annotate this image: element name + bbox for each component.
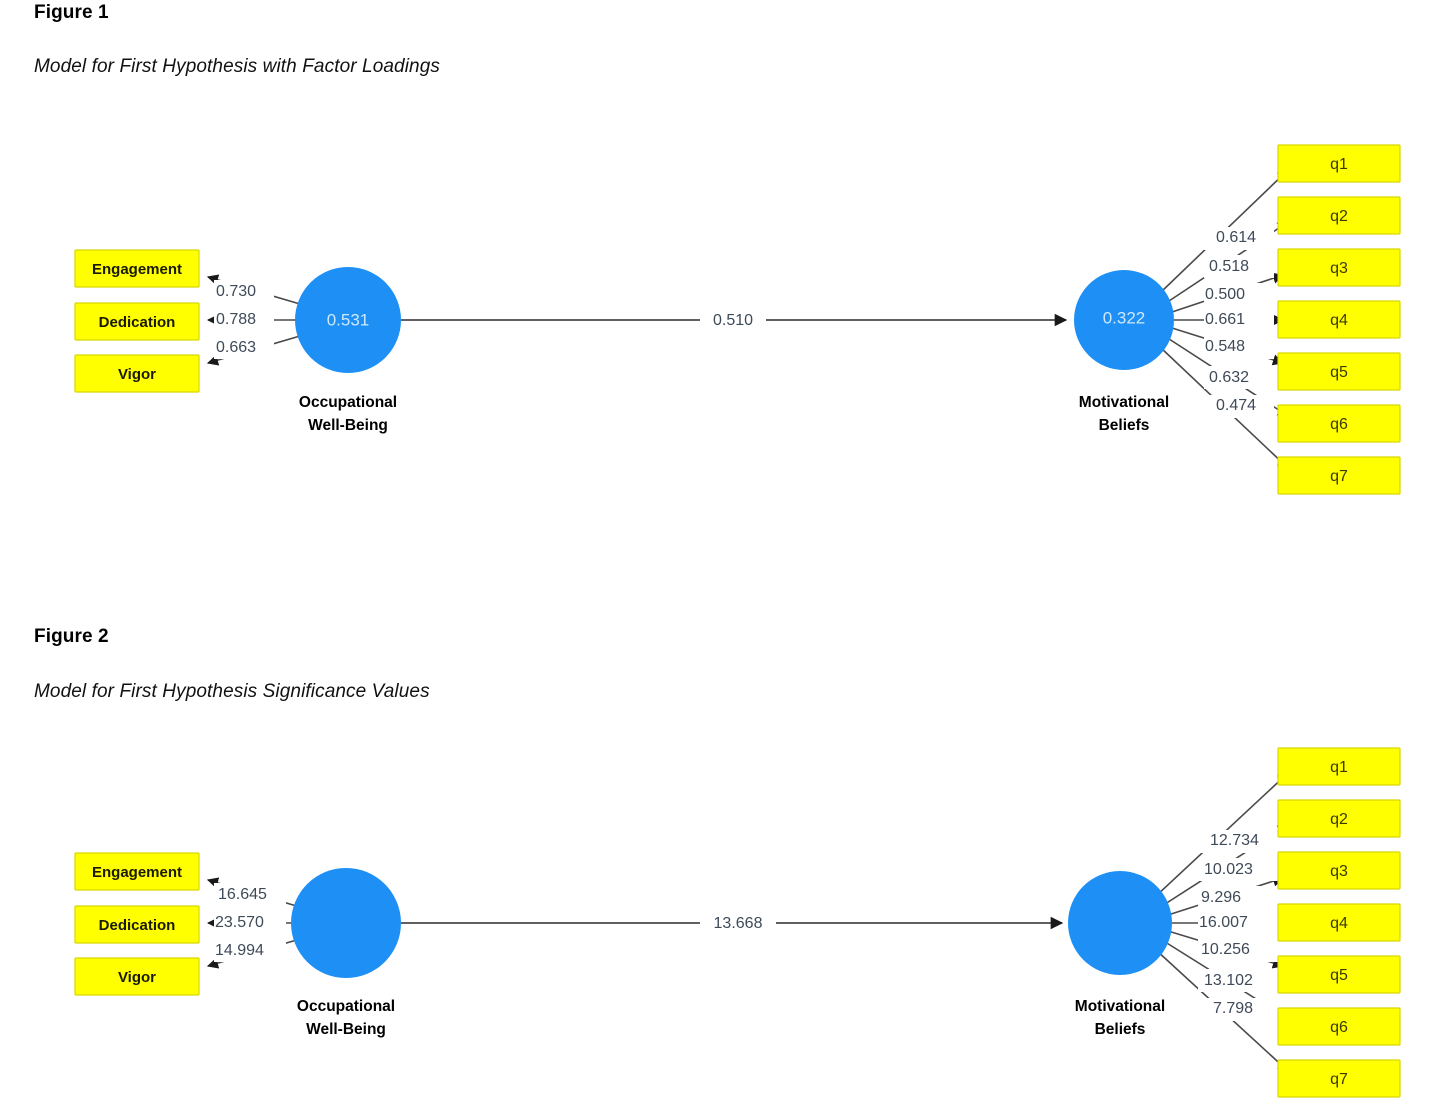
loading-label-q1: 0.614	[1216, 229, 1256, 246]
tvalue-label-dedication: 23.570	[215, 914, 264, 931]
indicator-box-q5[interactable]: q5	[1277, 352, 1401, 391]
figure-2-number: Figure 2	[34, 626, 109, 647]
figure-2-svg: 13.668 16.645 23.570 14.994 Engagement	[74, 747, 1401, 1098]
construct-motivational-beliefs-2[interactable]: Motivational Beliefs	[1068, 871, 1172, 1038]
loading-label-q2: 0.518	[1209, 258, 1249, 275]
indicator-label-q2: q2	[1330, 208, 1348, 225]
indicator-box-q5-2[interactable]: q5	[1277, 955, 1401, 994]
construct-occupational-well-being-2[interactable]: Occupational Well-Being	[291, 868, 401, 1038]
indicator-box-engagement[interactable]: Engagement	[74, 249, 200, 288]
indicator-label-dedication-2: Dedication	[99, 917, 176, 934]
structural-path-arrow-2: 13.668	[401, 911, 1064, 935]
figure-1-caption: Model for First Hypothesis with Factor L…	[34, 56, 440, 77]
indicator-box-q2[interactable]: q2	[1277, 196, 1401, 235]
tvalue-label-q6: 13.102	[1204, 972, 1253, 989]
construct-name-right-line2: Beliefs	[1099, 417, 1150, 434]
indicator-label-q6: q6	[1330, 416, 1348, 433]
indicator-box-vigor[interactable]: Vigor	[74, 354, 200, 393]
indicator-box-q4[interactable]: q4	[1277, 300, 1401, 339]
construct-name-right-line1-2: Motivational	[1075, 998, 1165, 1015]
structural-path-arrow: 0.510	[401, 308, 1068, 332]
indicator-box-q1-2[interactable]: q1	[1277, 747, 1401, 786]
loading-label-q6: 0.632	[1209, 369, 1249, 386]
construct-name-left-line1: Occupational	[299, 394, 397, 411]
indicator-label-q3: q3	[1330, 260, 1348, 277]
loading-label-q3: 0.500	[1205, 286, 1245, 303]
loading-label-q7: 0.474	[1216, 397, 1256, 414]
tvalue-label-q7: 7.798	[1213, 1000, 1253, 1017]
construct-value-right: 0.322	[1103, 308, 1146, 327]
indicator-box-dedication-2[interactable]: Dedication	[74, 905, 200, 944]
indicator-label-vigor: Vigor	[118, 366, 156, 383]
loading-label-vigor: 0.663	[216, 339, 256, 356]
indicator-label-q6-2: q6	[1330, 1019, 1348, 1036]
loading-label-q5: 0.548	[1205, 338, 1245, 355]
right-measurement-paths: 0.614 0.518 0.500 0.661 0.548 0.632 0.47…	[1159, 169, 1289, 469]
indicator-box-q6-2[interactable]: q6	[1277, 1007, 1401, 1046]
tvalue-label-q4: 16.007	[1199, 914, 1248, 931]
indicator-label-engagement-2: Engagement	[92, 864, 182, 881]
indicator-label-q5-2: q5	[1330, 967, 1348, 984]
figure-1-svg: 0.510 0.730 0.788 0.663 Engagement	[74, 144, 1401, 495]
indicator-label-q2-2: q2	[1330, 811, 1348, 828]
loading-label-engagement: 0.730	[216, 283, 256, 300]
tvalue-label-engagement: 16.645	[218, 886, 267, 903]
indicator-label-q4: q4	[1330, 312, 1348, 329]
indicator-label-q7-2: q7	[1330, 1071, 1348, 1088]
figure-2-diagram: 13.668 16.645 23.570 14.994 Engagement	[0, 723, 1429, 1119]
tvalue-label-q1: 12.734	[1210, 832, 1259, 849]
structural-path-label: 0.510	[713, 312, 753, 329]
indicator-label-q3-2: q3	[1330, 863, 1348, 880]
loading-label-dedication: 0.788	[216, 311, 256, 328]
left-measurement-paths: 0.730 0.788 0.663	[206, 274, 301, 366]
indicator-box-vigor-2[interactable]: Vigor	[74, 957, 200, 996]
indicator-label-q1: q1	[1330, 156, 1348, 173]
indicator-box-q1[interactable]: q1	[1277, 144, 1401, 183]
indicator-label-q7: q7	[1330, 468, 1348, 485]
indicator-box-engagement-2[interactable]: Engagement	[74, 852, 200, 891]
indicator-box-q3[interactable]: q3	[1277, 248, 1401, 287]
indicator-box-q7-2[interactable]: q7	[1277, 1059, 1401, 1098]
right-measurement-paths-2: 12.734 10.023 9.296 16.007 10.256 13.102…	[1155, 772, 1289, 1072]
indicator-box-dedication[interactable]: Dedication	[74, 302, 200, 341]
figure-1-diagram: 0.510 0.730 0.788 0.663 Engagement	[0, 120, 1429, 540]
indicator-label-vigor-2: Vigor	[118, 969, 156, 986]
construct-name-right-line2-2: Beliefs	[1095, 1021, 1146, 1038]
figure-1-number: Figure 1	[34, 2, 109, 23]
tvalue-label-vigor: 14.994	[215, 942, 264, 959]
left-measurement-paths-2: 16.645 23.570 14.994	[206, 877, 301, 969]
tvalue-label-q3: 9.296	[1201, 889, 1241, 906]
construct-name-right-line1: Motivational	[1079, 394, 1169, 411]
indicator-box-q6[interactable]: q6	[1277, 404, 1401, 443]
structural-path-label-2: 13.668	[714, 915, 763, 932]
construct-occupational-well-being[interactable]: 0.531 Occupational Well-Being	[295, 267, 401, 434]
indicator-label-engagement: Engagement	[92, 261, 182, 278]
construct-name-left-line1-2: Occupational	[297, 998, 395, 1015]
indicator-box-q4-2[interactable]: q4	[1277, 903, 1401, 942]
tvalue-label-q5: 10.256	[1201, 941, 1250, 958]
tvalue-label-q2: 10.023	[1204, 861, 1253, 878]
loading-label-q4: 0.661	[1205, 311, 1245, 328]
figure-2-caption: Model for First Hypothesis Significance …	[34, 681, 430, 702]
indicator-box-q7[interactable]: q7	[1277, 456, 1401, 495]
indicator-box-q3-2[interactable]: q3	[1277, 851, 1401, 890]
indicator-label-q4-2: q4	[1330, 915, 1348, 932]
indicator-label-q5: q5	[1330, 364, 1348, 381]
indicator-box-q2-2[interactable]: q2	[1277, 799, 1401, 838]
indicator-label-q1-2: q1	[1330, 759, 1348, 776]
construct-value-left: 0.531	[327, 310, 370, 329]
construct-name-left-line2-2: Well-Being	[306, 1021, 386, 1038]
indicator-label-dedication: Dedication	[99, 314, 176, 331]
construct-motivational-beliefs[interactable]: 0.322 Motivational Beliefs	[1074, 270, 1174, 434]
construct-name-left-line2: Well-Being	[308, 417, 388, 434]
